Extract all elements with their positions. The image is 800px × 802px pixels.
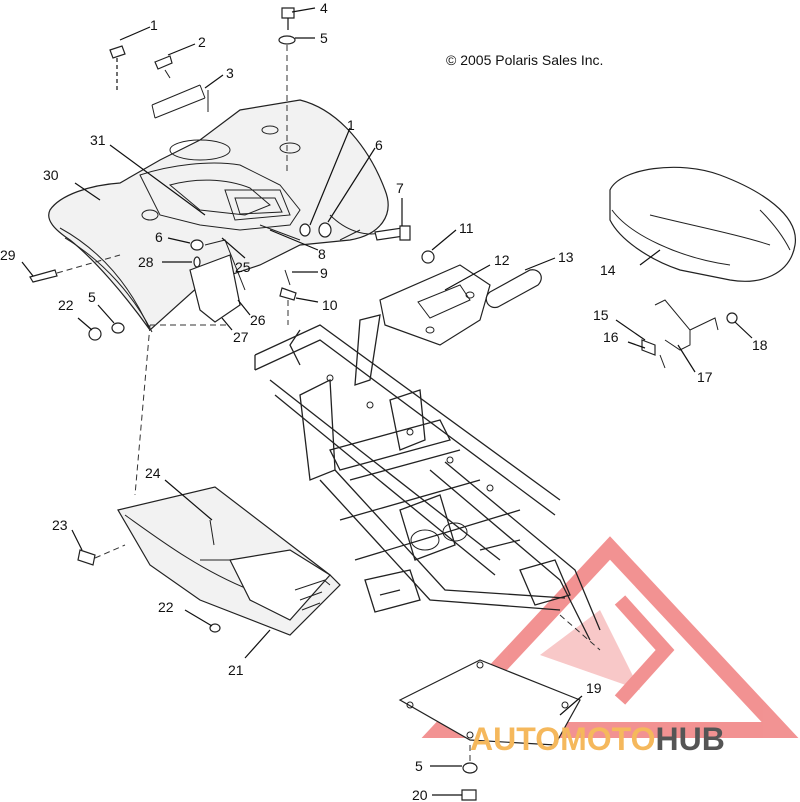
callout-5c: 5 [415, 758, 423, 774]
callout-labels: 1 2 3 4 5 1 6 7 31 30 6 28 25 8 9 10 11 … [0, 0, 768, 802]
callout-17: 17 [697, 369, 713, 385]
callout-19: 19 [586, 680, 602, 696]
rear-panel [379, 250, 491, 346]
watermark-text-part2: HUB [655, 721, 724, 757]
callout-4: 4 [320, 0, 328, 16]
callout-3: 3 [226, 65, 234, 81]
callout-26: 26 [250, 312, 266, 328]
copyright-text: © 2005 Polaris Sales Inc. [446, 52, 603, 68]
callout-12: 12 [494, 252, 510, 268]
callout-1b: 1 [347, 117, 355, 133]
callout-25: 25 [235, 259, 251, 275]
callout-28: 28 [138, 254, 154, 270]
footwell [77, 486, 341, 636]
fender-assembly [48, 99, 389, 333]
callout-30: 30 [43, 167, 59, 183]
callout-10: 10 [322, 297, 338, 313]
callout-16: 16 [603, 329, 619, 345]
callout-2: 2 [198, 34, 206, 50]
callout-15: 15 [593, 307, 609, 323]
callout-24: 24 [145, 465, 161, 481]
callout-20: 20 [412, 787, 428, 802]
watermark-text-part1: AUTOMOTO [470, 721, 655, 757]
fender-hardware [29, 7, 411, 496]
callout-6b: 6 [155, 229, 163, 245]
seat [609, 166, 796, 282]
callout-29: 29 [0, 247, 16, 263]
callout-31: 31 [90, 132, 106, 148]
watermark-text: AUTOMOTOHUB [470, 721, 725, 757]
leader-lines [21, 7, 753, 796]
callout-6a: 6 [375, 137, 383, 153]
callout-1a: 1 [150, 17, 158, 33]
skid-plate [398, 659, 581, 801]
callout-23: 23 [52, 517, 68, 533]
seat-latch [641, 299, 738, 369]
watermark-logo [421, 536, 799, 738]
callout-9: 9 [320, 265, 328, 281]
callout-21: 21 [228, 662, 244, 678]
callout-5a: 5 [320, 30, 328, 46]
callout-13: 13 [558, 249, 574, 265]
callout-7: 7 [396, 180, 404, 196]
callout-8: 8 [318, 246, 326, 262]
callout-18: 18 [752, 337, 768, 353]
callout-22a: 22 [58, 297, 74, 313]
chassis-frame [254, 314, 601, 651]
grip-tube [485, 269, 542, 309]
callout-27: 27 [233, 329, 249, 345]
callout-14: 14 [600, 262, 616, 278]
callout-22b: 22 [158, 599, 174, 615]
callout-11: 11 [459, 220, 474, 236]
callout-5b: 5 [88, 289, 96, 305]
